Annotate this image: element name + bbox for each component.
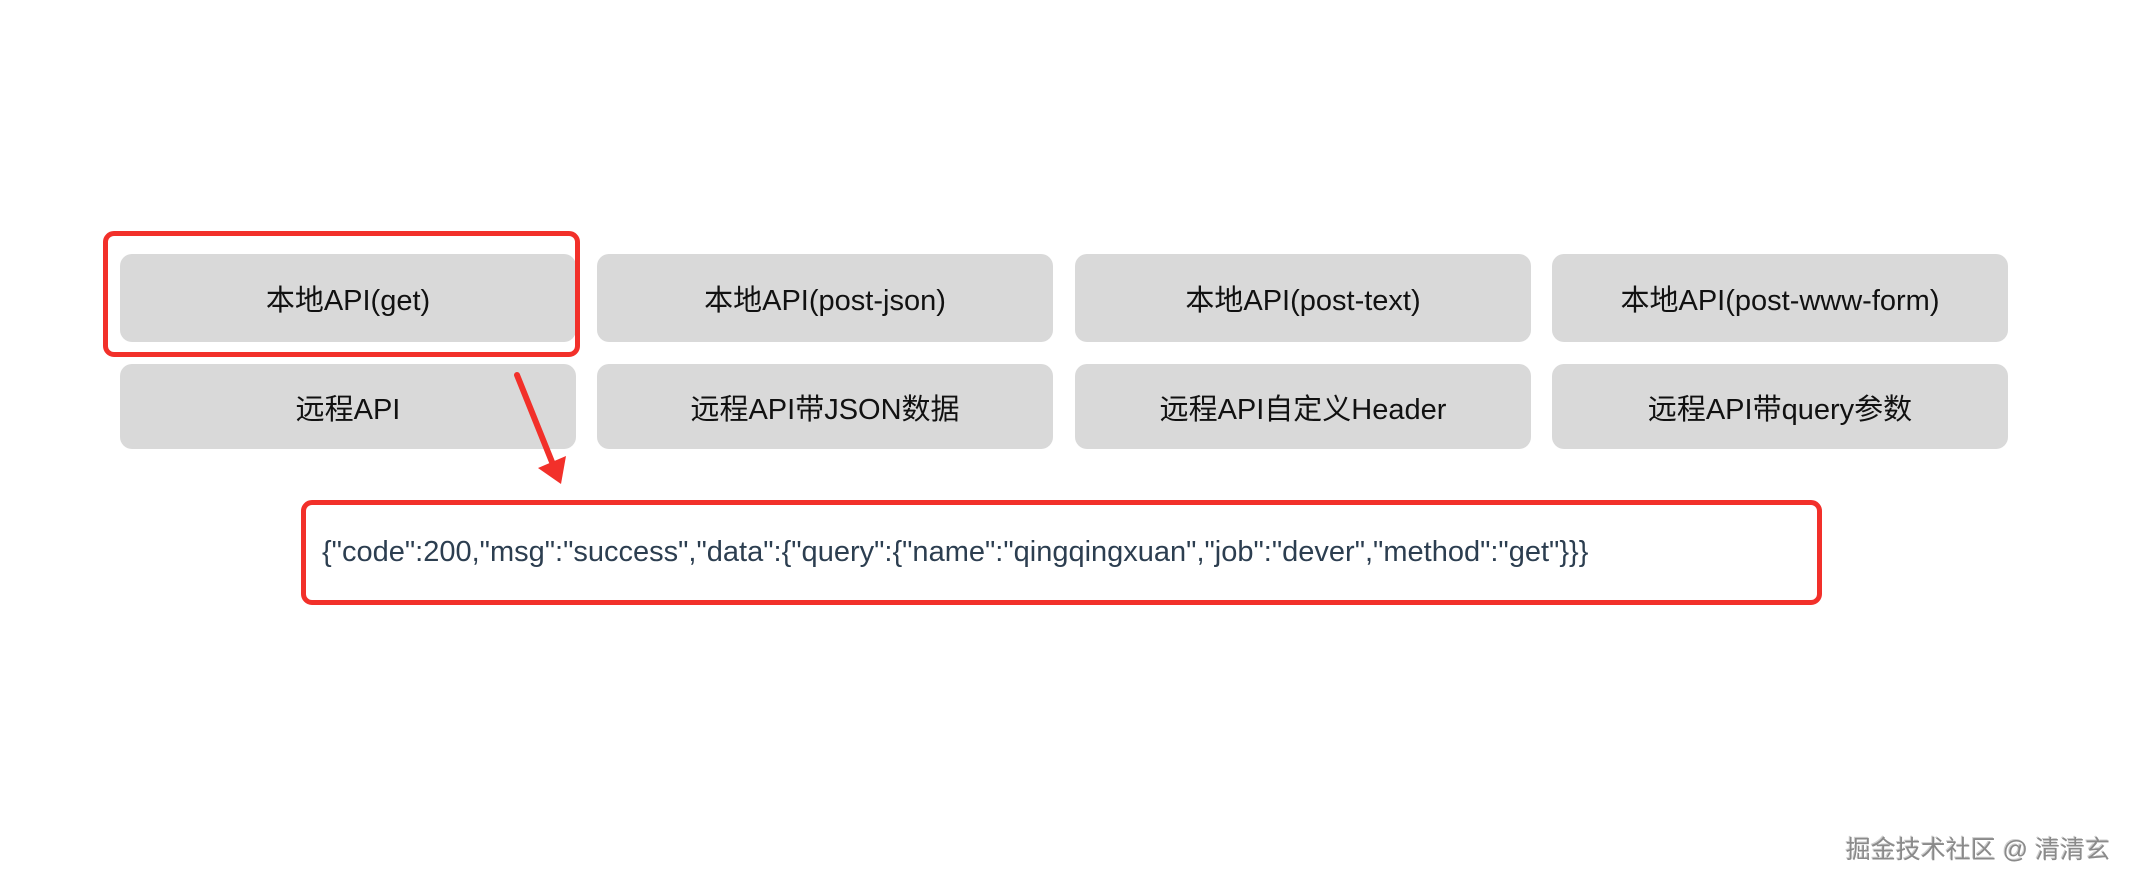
- local-api-get-button[interactable]: 本地API(get): [120, 254, 576, 342]
- response-text: {"code":200,"msg":"success","data":{"que…: [322, 536, 1589, 568]
- remote-api-json-data-button[interactable]: 远程API带JSON数据: [597, 364, 1053, 449]
- remote-api-query-params-button[interactable]: 远程API带query参数: [1552, 364, 2008, 449]
- local-api-post-json-button[interactable]: 本地API(post-json): [597, 254, 1053, 342]
- remote-api-button[interactable]: 远程API: [120, 364, 576, 449]
- remote-api-custom-header-button[interactable]: 远程API自定义Header: [1075, 364, 1531, 449]
- local-api-post-text-button[interactable]: 本地API(post-text): [1075, 254, 1531, 342]
- watermark: 掘金技术社区 @ 清清玄: [1845, 836, 2110, 864]
- local-api-post-www-form-button[interactable]: 本地API(post-www-form): [1552, 254, 2008, 342]
